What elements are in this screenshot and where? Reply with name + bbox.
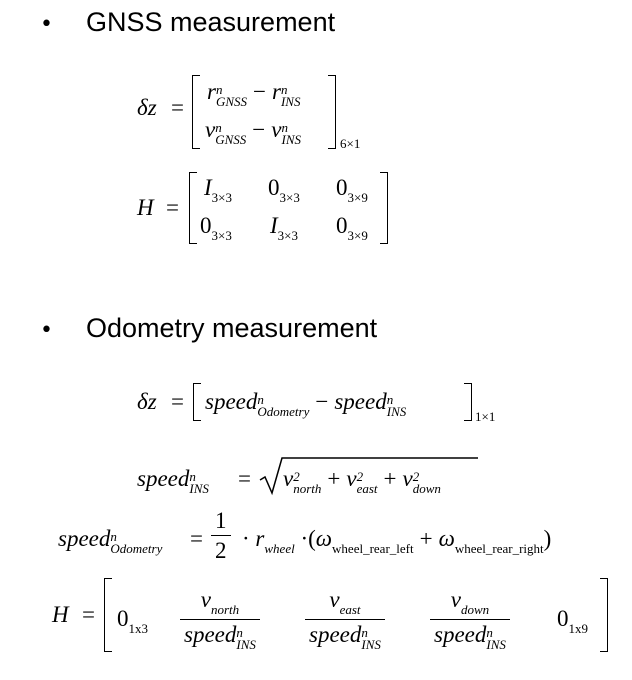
equals-sign: = <box>82 602 95 627</box>
matrix-cell-identity: I3×3 <box>204 175 233 205</box>
bullet-dot: • <box>40 318 53 343</box>
odometry-heading: Odometry measurement <box>86 313 378 343</box>
equals-sign: = <box>238 466 251 491</box>
dimension-6x1: 6×1 <box>340 136 361 151</box>
rhs-expression: · rwheel ·(ωwheel_rear_left+ωwheel_rear_… <box>242 526 552 556</box>
sqrt-sign <box>259 457 478 496</box>
gnss-heading: GNSS measurement <box>86 7 336 37</box>
left-bracket <box>192 75 200 149</box>
H-label: H <box>52 602 69 627</box>
right-bracket <box>380 172 388 244</box>
right-bracket <box>600 578 608 652</box>
matrix-cell-zero: 01x3 <box>117 606 148 636</box>
bullet-dot: • <box>40 12 53 37</box>
delta-z-label: δz <box>137 95 157 120</box>
matrix-cell-zero: 03×9 <box>336 175 368 205</box>
right-bracket <box>328 75 336 149</box>
matrix-cell-zero: 03×3 <box>200 213 232 243</box>
matrix-cell-identity: I3×3 <box>270 213 299 243</box>
matrix-cell-zero: 01x9 <box>557 606 588 636</box>
matrix-cell-zero: 03×9 <box>336 213 368 243</box>
delta-z-label: δz <box>137 389 157 414</box>
right-bracket <box>464 383 472 421</box>
left-bracket <box>104 578 112 652</box>
equals-sign: = <box>166 195 179 220</box>
equals-sign: = <box>171 95 184 120</box>
left-bracket <box>193 383 201 421</box>
equals-sign: = <box>190 526 203 551</box>
left-bracket <box>189 172 197 244</box>
matrix-cell-zero: 03×3 <box>268 175 300 205</box>
equals-sign: = <box>171 389 184 414</box>
dimension-1x1: 1×1 <box>475 409 496 424</box>
H-label: H <box>137 195 154 220</box>
